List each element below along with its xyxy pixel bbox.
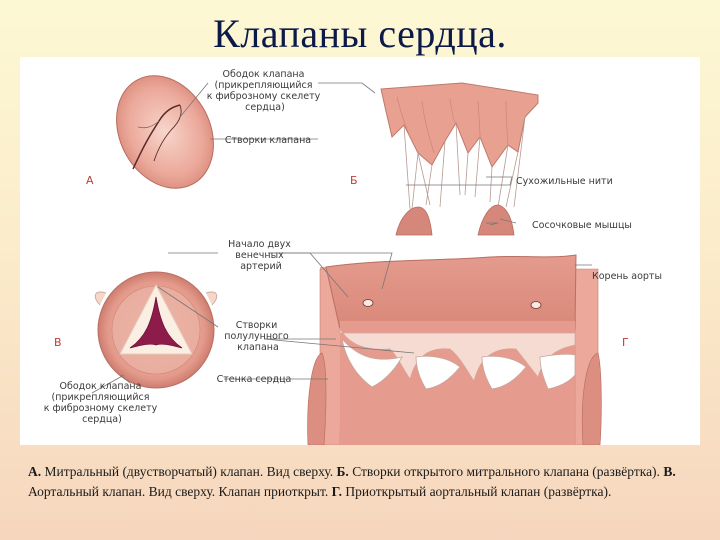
leader-lines	[91, 82, 592, 394]
label-papillary-muscles: Сосочковые мышцы	[532, 220, 632, 231]
mitral-valve-top-view	[116, 75, 214, 189]
caption-key-b: Б.	[336, 464, 349, 479]
letter-g: Г	[622, 336, 629, 349]
label-aortic-root: Корень аорты	[592, 271, 662, 282]
aortic-valve-top-view	[94, 271, 218, 389]
caption-key-v: В.	[663, 464, 676, 479]
caption-key-a: А.	[28, 464, 42, 479]
label-valve-rim-top: Ободок клапана (прикрепляющийся к фиброз…	[207, 69, 324, 113]
page-title: Клапаны сердца.	[213, 11, 507, 56]
label-valve-rim-bottom: Ободок клапана (прикрепляющийся к фиброз…	[44, 381, 161, 425]
label-chordae: Сухожильные нити	[516, 176, 613, 187]
caption-key-g: Г.	[331, 484, 343, 499]
label-semilunar-cusps: Створки полулунного клапана	[224, 320, 291, 353]
caption-text-a: Митральный (двустворчатый) клапан. Вид с…	[41, 464, 337, 479]
valves-diagram: Ободок клапана (прикрепляющийся к фиброз…	[44, 69, 662, 445]
caption-text-g: Приоткрытый аортальный клапан (развёртка…	[342, 484, 612, 499]
letter-a: А	[86, 174, 94, 187]
heart-valves-figure: Ободок клапана (прикрепляющийся к фиброз…	[20, 57, 700, 445]
mitral-leaflets-spread	[380, 82, 539, 236]
letter-b: Б	[350, 174, 358, 187]
caption-text-b: Створки открытого митрального клапана (р…	[348, 464, 664, 479]
label-heart-wall: Стенка сердца	[217, 374, 292, 385]
label-valve-cusps: Створки клапана	[225, 135, 311, 146]
label-coronary-origins: Начало двух венечных артерий	[228, 239, 294, 272]
aortic-root-spread	[307, 254, 602, 445]
figure-caption: А. Митральный (двустворчатый) клапан. Ви…	[28, 462, 698, 502]
caption-text-v: Аортальный клапан. Вид сверху. Клапан пр…	[28, 484, 332, 499]
letter-v: В	[54, 336, 62, 349]
